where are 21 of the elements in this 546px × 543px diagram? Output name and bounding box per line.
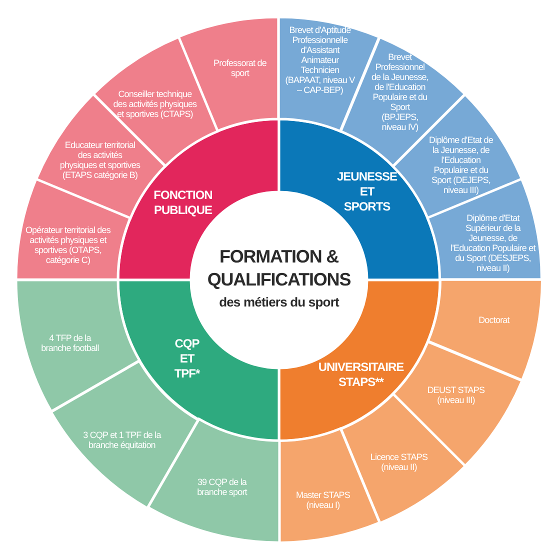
category-label: FONCTION PUBLIQUE [152,188,214,218]
category-label: UNIVERSITAIRE STAPS** [317,360,405,390]
qualification-label: Educateur territorial des activités physiques et sportives (ETAPS catégorie B) [58,140,141,180]
qualification-label: Diplôme d'Etat de la Jeunesse, de l'Education Populaire et du Sport (DEJEPS, niveau III) [428,134,493,195]
category-label: CQP ET TPF* [173,336,201,382]
qualification-label: Brevet Professionnel de la Jeunesse, de l'Education Populaire et du Sport (BPJEPS, niveau IV) [370,52,429,132]
qualification-label: Opérateur territorial des activités physiques et sportives (OTAPS, catégorie C) [24,224,112,265]
qualification-label: DEUST STAPS (niveau III) [426,384,486,405]
diagram-subheading: des métiers du sport [219,294,339,310]
qualification-label: Professorat de sport [212,58,268,78]
diagram-heading: FORMATION & QUALIFICATIONS [206,246,352,292]
qualification-label: 4 TFP de la branche football [40,333,100,353]
qualification-label: Doctorat [478,314,510,325]
qualification-label: 39 CQP de la branche sport [196,476,248,497]
qualification-label: 3 CQP et 1 TPF de la branche équitation [82,430,162,450]
category-label: JEUNESSE ET SPORTS [336,170,398,214]
qualification-label: Master STAPS (niveau I) [294,490,352,510]
qualification-label: Diplôme d'Etat Supérieur de la Jeunesse, de l'Education Populaire et du Sport (DESJEPS, niveau II) [450,212,537,273]
qualification-label: Licence STAPS (niveau II) [369,452,429,472]
qualification-label: Brevet d'Aptitude Professionnelle d'Assistant Animateur Technicien (BAPAAT, niveau V – CAP-BEP) [284,24,355,95]
qualification-label: Conseiller technique des activités physiques et sportives (CTAPS) [112,88,197,119]
